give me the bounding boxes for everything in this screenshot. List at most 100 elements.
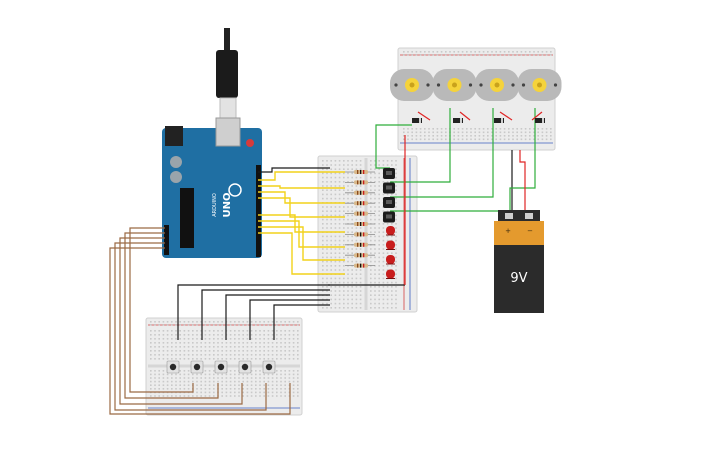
breadboard-hole — [187, 358, 190, 360]
transistor[interactable] — [383, 197, 395, 208]
breadboard-hole — [347, 189, 349, 191]
breadboard-hole — [242, 377, 244, 379]
led[interactable] — [386, 226, 395, 236]
breadboard-hole — [171, 342, 173, 344]
button-cap[interactable] — [169, 363, 177, 371]
breadboard-hole — [276, 334, 278, 336]
breadboard-hole — [187, 342, 190, 344]
transistor[interactable] — [383, 211, 395, 223]
resistor[interactable] — [345, 180, 375, 185]
breadboard-hole — [263, 380, 265, 383]
breadboard-hole — [470, 51, 472, 53]
resistor[interactable] — [345, 263, 375, 268]
breadboard-hole — [250, 350, 253, 352]
breadboard-hole — [221, 377, 223, 379]
breadboard-hole — [355, 273, 358, 275]
breadboard-hole — [208, 384, 211, 386]
breadboard-hole — [166, 384, 169, 386]
transistor[interactable] — [383, 168, 395, 179]
resistor[interactable] — [345, 232, 375, 237]
breadboard-hole — [378, 277, 380, 280]
breadboard-hole — [338, 189, 341, 191]
breadboard-hole — [259, 380, 261, 383]
breadboard-hole — [150, 384, 152, 386]
breadboard-hole — [158, 380, 160, 383]
breadboard-hole — [326, 185, 328, 187]
dc-motor[interactable] — [517, 69, 562, 101]
button-cap[interactable] — [193, 363, 201, 371]
breadboard-hole — [436, 138, 439, 141]
diode[interactable] — [494, 118, 504, 123]
breadboard-hole — [267, 391, 270, 394]
led[interactable] — [386, 269, 395, 279]
battery-9v[interactable]: + − 9V — [494, 210, 544, 313]
breadboard-hole — [330, 256, 332, 259]
breadboard-hole — [204, 384, 207, 386]
breadboard-hole — [322, 172, 324, 175]
breadboard-hole — [395, 189, 397, 191]
breadboard-hole — [154, 321, 156, 323]
resistor[interactable] — [345, 201, 375, 206]
resistor[interactable] — [345, 190, 375, 195]
diode[interactable] — [412, 118, 422, 123]
dc-motor[interactable] — [475, 69, 519, 101]
diode[interactable] — [453, 118, 463, 123]
push-button[interactable] — [214, 360, 228, 374]
resistor[interactable] — [345, 211, 375, 216]
breadboard-hole — [183, 358, 186, 360]
breadboard-hole — [411, 128, 413, 130]
breadboard-hole — [334, 256, 337, 259]
breadboard-hole — [297, 338, 299, 340]
breadboard-hole — [204, 395, 207, 397]
arduino-uno-board[interactable]: UNO ARDUINO — [162, 117, 262, 258]
breadboard-hole — [382, 248, 385, 250]
breadboard-hole — [196, 384, 198, 386]
breadboard-hole — [503, 54, 506, 56]
breadboard-hole — [150, 338, 152, 340]
resistor[interactable] — [345, 242, 375, 247]
breadboard-hole — [242, 330, 244, 332]
resistor[interactable] — [345, 170, 375, 174]
breadboard-hole — [386, 302, 389, 305]
breadboard-hole — [355, 197, 358, 200]
push-button[interactable] — [262, 360, 276, 374]
dc-motor[interactable] — [432, 69, 477, 101]
dc-motor[interactable] — [390, 69, 434, 101]
push-button[interactable] — [166, 360, 180, 374]
breadboard-hole — [351, 281, 353, 284]
led[interactable] — [386, 255, 395, 265]
led[interactable] — [386, 240, 395, 250]
diode[interactable] — [535, 118, 545, 123]
breadboard-hole — [179, 380, 181, 383]
breadboard-hole — [200, 350, 202, 352]
breadboard-hole — [175, 380, 177, 383]
breadboard-hole — [407, 138, 409, 141]
button-cap[interactable] — [265, 363, 273, 371]
breadboard-hole — [250, 395, 253, 397]
breadboard-hole — [550, 54, 552, 56]
breadboard-hole — [374, 160, 376, 162]
resistor[interactable] — [345, 222, 375, 226]
breadboard-hole — [338, 210, 341, 212]
breadboard-hole — [347, 164, 349, 166]
breadboard-hole — [347, 235, 349, 238]
resistor[interactable] — [345, 253, 375, 258]
breadboard-hole — [432, 128, 434, 130]
push-button[interactable] — [238, 360, 252, 374]
breadboard-hole — [158, 358, 160, 360]
breadboard-hole — [292, 354, 295, 356]
transistor[interactable] — [383, 182, 395, 194]
button-cap[interactable] — [241, 363, 249, 371]
reset-button[interactable] — [246, 139, 254, 147]
button-cap[interactable] — [217, 363, 225, 371]
breadboard-hole — [255, 338, 257, 340]
breadboard-hole — [162, 384, 165, 386]
breadboard-hole — [276, 354, 278, 356]
breadboard-hole — [158, 370, 160, 372]
breadboard-hole — [271, 342, 274, 344]
push-button[interactable] — [190, 360, 204, 374]
breadboard-hole — [508, 135, 510, 137]
breadboard-hole — [234, 321, 236, 323]
breadboard-hole — [359, 302, 362, 305]
breadboard-hole — [347, 273, 349, 275]
